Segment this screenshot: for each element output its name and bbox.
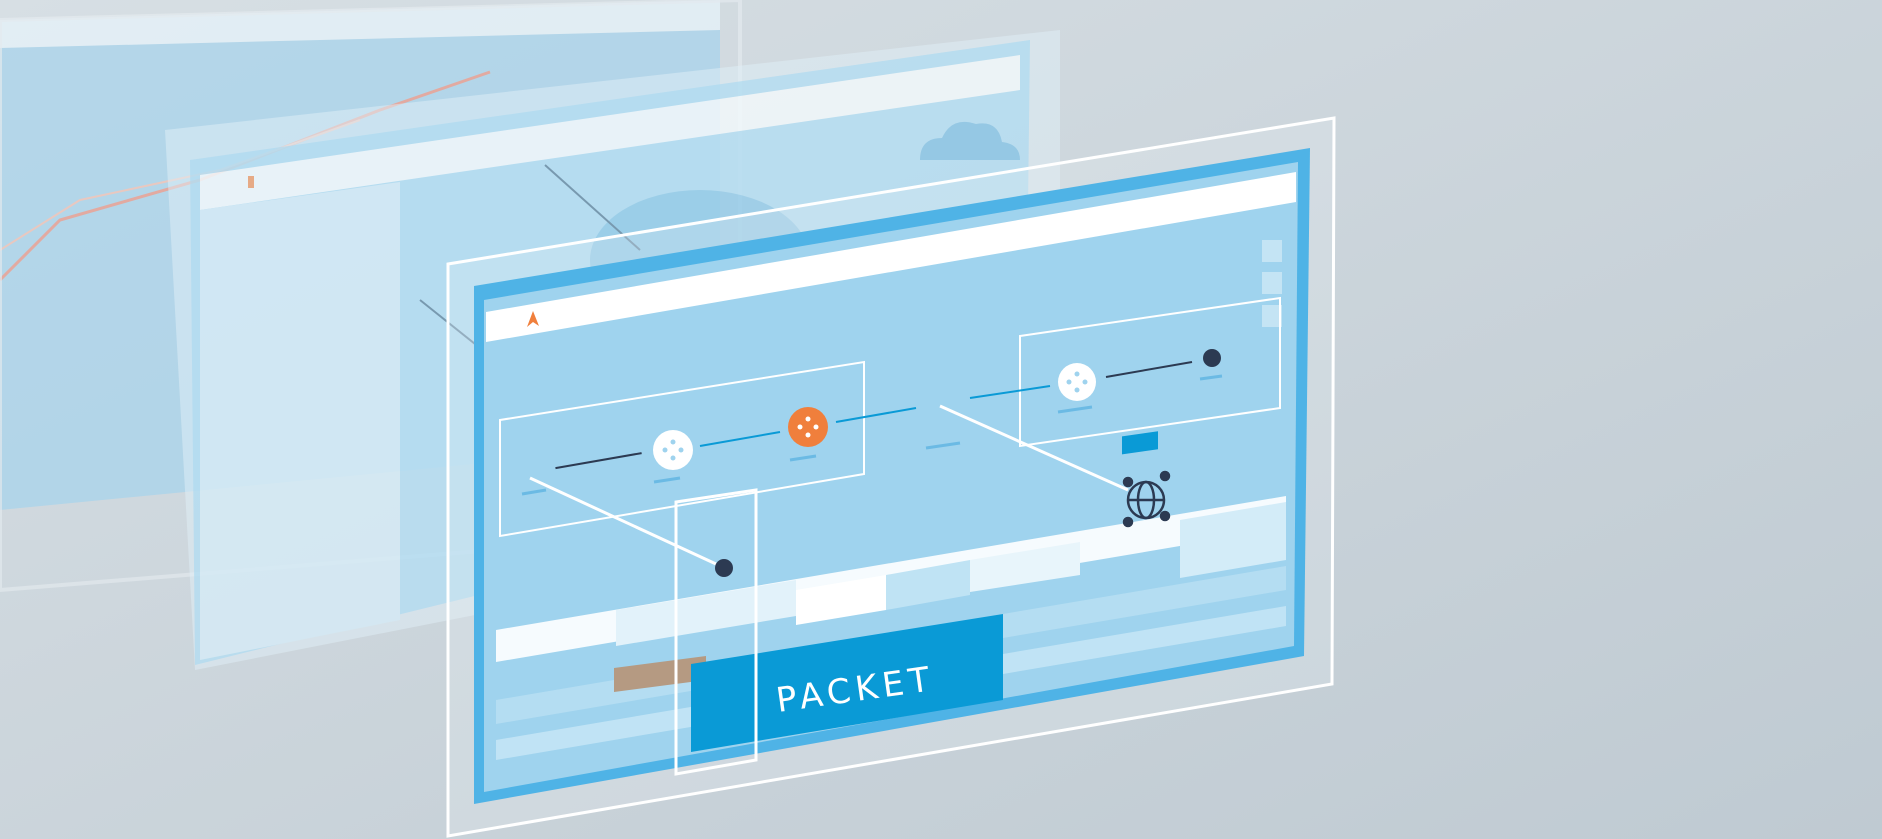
packet-button[interactable] bbox=[691, 614, 1003, 752]
status-tag bbox=[1122, 431, 1158, 455]
zoom-in-icon[interactable] bbox=[1262, 240, 1282, 262]
endpoint-node[interactable] bbox=[1203, 349, 1221, 367]
fit-icon[interactable] bbox=[1262, 305, 1282, 327]
packet-highlight-frame bbox=[674, 488, 758, 776]
right-group-box bbox=[1019, 296, 1281, 448]
left-group-box bbox=[499, 360, 865, 538]
endpoint-node[interactable] bbox=[715, 559, 733, 577]
node-labels bbox=[521, 374, 1223, 496]
router-icon[interactable] bbox=[653, 430, 693, 470]
router-icon-active[interactable] bbox=[788, 407, 828, 447]
globe-network-icon[interactable] bbox=[1122, 470, 1171, 528]
brown-cell bbox=[614, 656, 706, 692]
logo-icon bbox=[527, 311, 539, 327]
zoom-out-icon[interactable] bbox=[1262, 272, 1282, 294]
router-icon-remote[interactable] bbox=[1058, 363, 1096, 401]
map-controls bbox=[1262, 240, 1282, 327]
cloud-icon bbox=[920, 121, 1020, 160]
title-bar bbox=[486, 172, 1296, 342]
front-screen bbox=[484, 162, 1298, 792]
